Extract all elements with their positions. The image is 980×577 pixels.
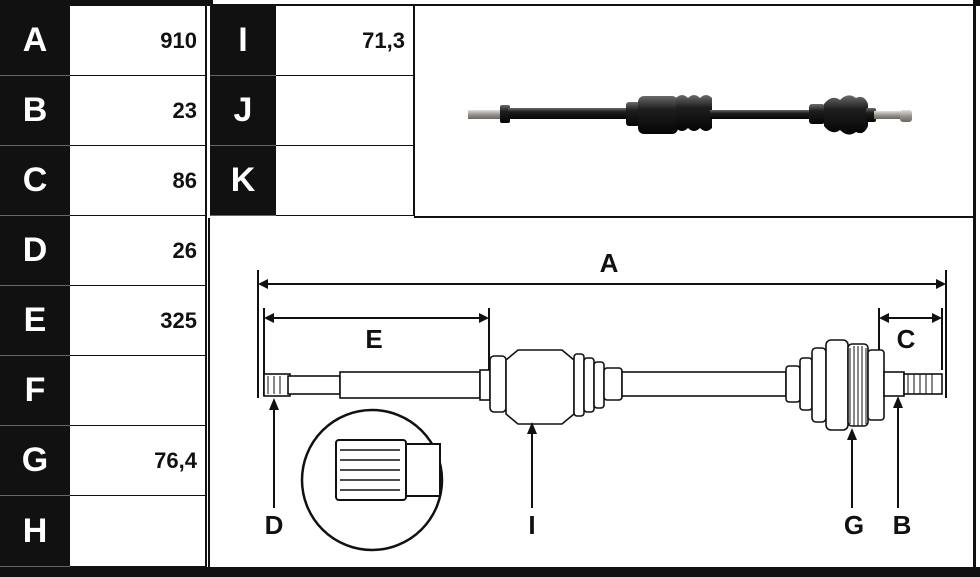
row-letter: J [210,76,276,146]
label-i: I [528,510,535,540]
row-letter: K [210,146,276,216]
row-letter: B [0,76,70,146]
row-h: H [0,496,210,567]
row-e: E 325 [0,286,210,356]
row-value [70,496,207,567]
row-i: I 71,3 [210,6,415,76]
row-value [70,356,207,426]
row-k: K [210,146,415,216]
row-c: C 86 [0,146,210,216]
label-b: B [893,510,912,540]
dimension-drawing: A E C D I G B [257,248,947,552]
row-j: J [210,76,415,146]
row-value: 71,3 [276,6,415,76]
row-d: D 26 [0,216,210,286]
drive-shaft-photo [468,95,912,135]
row-letter: H [0,496,70,567]
label-a: A [600,248,619,278]
row-a: A 910 [0,6,210,76]
row-value: 910 [70,6,207,76]
product-photo [414,6,976,218]
row-letter: D [0,216,70,286]
row-letter: G [0,426,70,496]
row-letter: C [0,146,70,216]
row-value [276,76,415,146]
row-b: B 23 [0,76,210,146]
row-letter: I [210,6,276,76]
row-value: 86 [70,146,207,216]
row-value: 76,4 [70,426,207,496]
row-letter: E [0,286,70,356]
row-value: 23 [70,76,207,146]
row-f: F [0,356,210,426]
row-letter: F [0,356,70,426]
row-g: G 76,4 [0,426,210,496]
label-e: E [365,324,382,354]
technical-diagram: A E C D I G B [208,218,976,567]
row-value: 26 [70,216,207,286]
row-value: 325 [70,286,207,356]
label-d: D [265,510,284,540]
row-value [276,146,415,216]
row-letter: A [0,6,70,76]
label-g: G [844,510,864,540]
label-c: C [897,324,916,354]
bottom-border [0,567,980,577]
